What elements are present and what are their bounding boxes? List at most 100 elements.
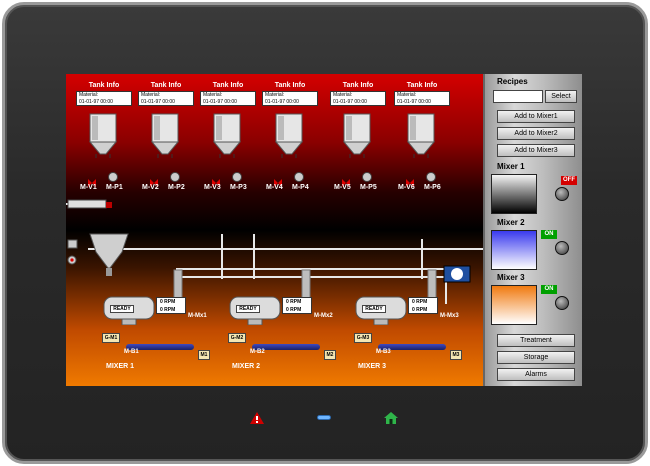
material-label: Material: <box>265 92 285 98</box>
belt-label: M-B2 <box>250 349 265 355</box>
gate-button[interactable]: G-M2 <box>228 333 246 343</box>
motor-label: M-Mx3 <box>440 313 459 319</box>
tank-date: 01-01-97 00:00 <box>141 99 175 105</box>
output-button[interactable]: M1 <box>198 350 210 360</box>
valve-label: M-V3 <box>204 184 221 191</box>
tank-date: 01-01-97 00:00 <box>397 99 431 105</box>
rpm-display: 0 RPM 0 RPM <box>408 297 438 314</box>
pump-label: M-P6 <box>424 184 441 191</box>
material-label: Material: <box>397 92 417 98</box>
mixer-1: READY 0 RPM 0 RPM M-Mx1 G-M1 M-B1 M1 MIX… <box>102 289 212 379</box>
select-button[interactable]: Select <box>545 90 577 103</box>
tank-info-title: Tank Info <box>406 82 438 89</box>
hmi-screen: Tank Info Material: 01-01-97 00:00 M-V1 … <box>66 74 582 386</box>
tank-date: 01-01-97 00:00 <box>203 99 237 105</box>
add-to-mixer1-button[interactable]: Add to Mixer1 <box>497 110 575 123</box>
conveyor-belt <box>378 344 446 350</box>
pump-icon[interactable] <box>170 172 180 182</box>
pump-icon[interactable] <box>108 172 118 182</box>
mixer-2-label: Mixer 2 <box>497 218 525 227</box>
silo-icon <box>150 113 180 158</box>
tank-info-title: Tank Info <box>212 82 244 89</box>
valve-icon[interactable] <box>150 174 158 187</box>
gate-button[interactable]: G-M1 <box>102 333 120 343</box>
valve-label: M-V6 <box>398 184 415 191</box>
output-button[interactable]: M2 <box>324 350 336 360</box>
silo-icon <box>406 113 436 158</box>
tank-info-box[interactable]: Material: 01-01-97 00:00 <box>330 91 386 106</box>
mixer-2-state: ON <box>541 230 557 239</box>
tank-info-title: Tank Info <box>150 82 182 89</box>
mixer-2-color-swatch <box>491 230 537 270</box>
valve-icon[interactable] <box>88 174 96 187</box>
pump-icon[interactable] <box>362 172 372 182</box>
valve-icon[interactable] <box>406 174 414 187</box>
rpm-value: 0 RPM <box>412 307 428 313</box>
rpm-value: 0 RPM <box>286 307 302 313</box>
pump-label: M-P5 <box>360 184 377 191</box>
mixer-3-state: ON <box>541 285 557 294</box>
tank-info-box[interactable]: Material: 01-01-97 00:00 <box>262 91 318 106</box>
pump-label: M-P1 <box>106 184 123 191</box>
valve-label: M-V1 <box>80 184 97 191</box>
piping-diagram <box>66 199 483 304</box>
mixer-status: READY <box>236 305 260 313</box>
silo-icon <box>212 113 242 158</box>
tank-date: 01-01-97 00:00 <box>333 99 367 105</box>
mixer-1-toggle[interactable]: OFF <box>541 176 579 202</box>
output-button[interactable]: M3 <box>450 350 462 360</box>
tank-info-box[interactable]: Material: 01-01-97 00:00 <box>138 91 194 106</box>
conveyor-belt <box>252 344 320 350</box>
mixer-name: MIXER 3 <box>358 363 387 370</box>
mixer-status: READY <box>362 305 386 313</box>
valve-icon[interactable] <box>274 174 282 187</box>
valve-icon[interactable] <box>342 174 350 187</box>
alarms-button[interactable]: Alarms <box>497 368 575 381</box>
pump-icon[interactable] <box>426 172 436 182</box>
belt-label: M-B3 <box>376 349 391 355</box>
gate-button[interactable]: G-M3 <box>354 333 372 343</box>
mixer-3: READY 0 RPM 0 RPM M-Mx3 G-M3 M-B3 M3 MIX… <box>354 289 464 379</box>
pump-icon[interactable] <box>294 172 304 182</box>
treatment-button[interactable]: Treatment <box>497 334 575 347</box>
tank-6: Tank Info Material: 01-01-97 00:00 M-V6 … <box>392 76 452 194</box>
mixer-1-color-swatch <box>491 174 537 214</box>
rpm-display: 0 RPM 0 RPM <box>156 297 186 314</box>
tank-info-box[interactable]: Material: 01-01-97 00:00 <box>200 91 256 106</box>
mixer-2: READY 0 RPM 0 RPM M-Mx2 G-M2 M-B2 M2 MIX… <box>228 289 338 379</box>
rpm-value: 0 RPM <box>286 299 302 305</box>
silo-icon <box>274 113 304 158</box>
pump-label: M-P3 <box>230 184 247 191</box>
home-icon <box>384 412 398 424</box>
knob-icon <box>555 241 569 255</box>
motor-label: M-Mx1 <box>188 313 207 319</box>
mixer-name: MIXER 1 <box>106 363 135 370</box>
pump-icon[interactable] <box>232 172 242 182</box>
knob-icon <box>555 296 569 310</box>
material-label: Material: <box>141 92 161 98</box>
mixer-3-color-swatch <box>491 285 537 325</box>
mixer-3-label: Mixer 3 <box>497 273 525 282</box>
tank-info-box[interactable]: Material: 01-01-97 00:00 <box>394 91 450 106</box>
storage-button[interactable]: Storage <box>497 351 575 364</box>
tank-1: Tank Info Material: 01-01-97 00:00 M-V1 … <box>74 76 134 194</box>
add-to-mixer3-button[interactable]: Add to Mixer3 <box>497 144 575 157</box>
rpm-value: 0 RPM <box>160 299 176 305</box>
valve-label: M-V5 <box>334 184 351 191</box>
tank-info-title: Tank Info <box>342 82 374 89</box>
valve-label: M-V2 <box>142 184 159 191</box>
valve-label: M-V4 <box>266 184 283 191</box>
mixer-status: READY <box>110 305 134 313</box>
valve-icon[interactable] <box>212 174 220 187</box>
add-to-mixer2-button[interactable]: Add to Mixer2 <box>497 127 575 140</box>
tank-5: Tank Info Material: 01-01-97 00:00 M-V5 … <box>328 76 388 194</box>
knob-icon <box>555 187 569 201</box>
belt-label: M-B1 <box>124 349 139 355</box>
mixer-2-toggle[interactable]: ON <box>541 230 579 256</box>
silo-icon <box>342 113 372 158</box>
mixer-3-toggle[interactable]: ON <box>541 285 579 311</box>
recipes-input[interactable] <box>493 90 543 103</box>
motor-label: M-Mx2 <box>314 313 333 319</box>
material-label: Material: <box>203 92 223 98</box>
tank-info-box[interactable]: Material: 01-01-97 00:00 <box>76 91 132 106</box>
